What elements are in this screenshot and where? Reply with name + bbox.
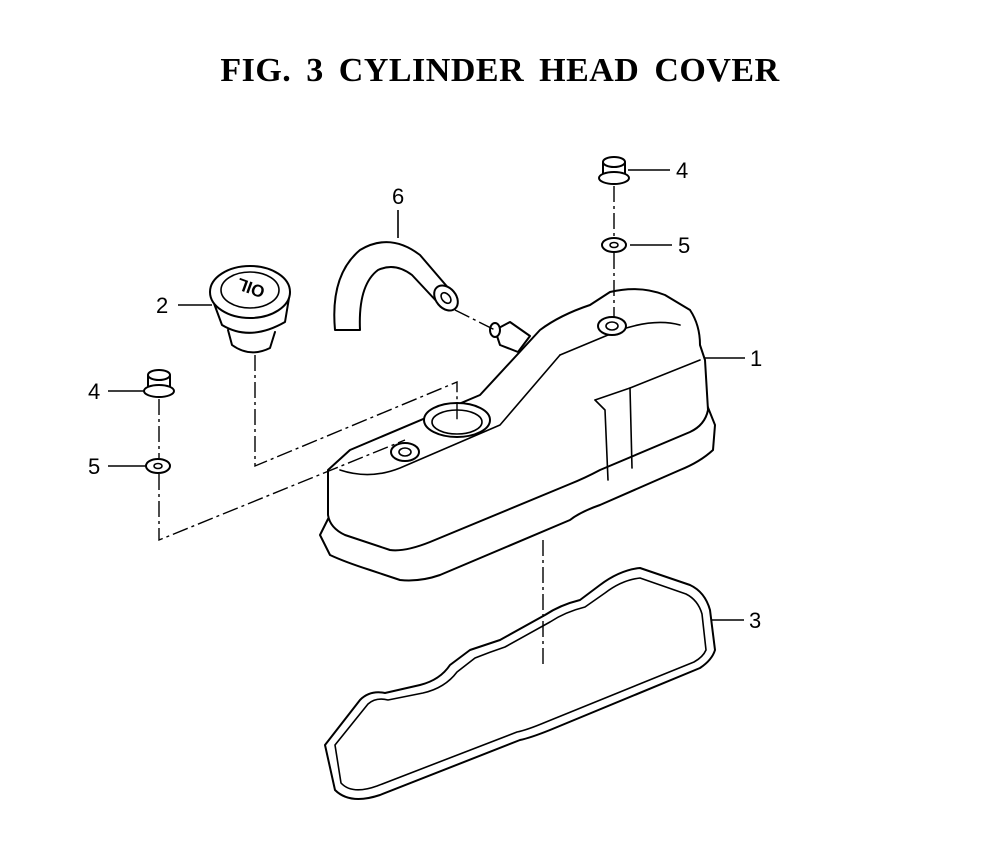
callout-4-left: 4 xyxy=(88,379,100,404)
flange-nut-top xyxy=(598,156,630,185)
assembly-lines xyxy=(158,186,615,668)
figure-title: FIG. 3 CYLINDER HEAD COVER xyxy=(220,52,780,89)
callout-6: 6 xyxy=(392,184,404,209)
washer-top xyxy=(601,237,627,253)
callout-1: 1 xyxy=(750,346,762,371)
cylinder-head-cover xyxy=(319,288,716,582)
callout-2: 2 xyxy=(156,293,168,318)
washer-left xyxy=(145,458,171,474)
callout-5-top: 5 xyxy=(678,233,690,258)
callout-5-left: 5 xyxy=(88,454,100,479)
callout-3: 3 xyxy=(749,608,761,633)
callout-4-top: 4 xyxy=(676,158,688,183)
breather-hose xyxy=(333,241,459,331)
leader-lines xyxy=(108,169,745,621)
oil-filler-cap: OIL xyxy=(209,265,291,354)
gasket xyxy=(324,567,716,800)
flange-nut-left xyxy=(143,369,175,398)
